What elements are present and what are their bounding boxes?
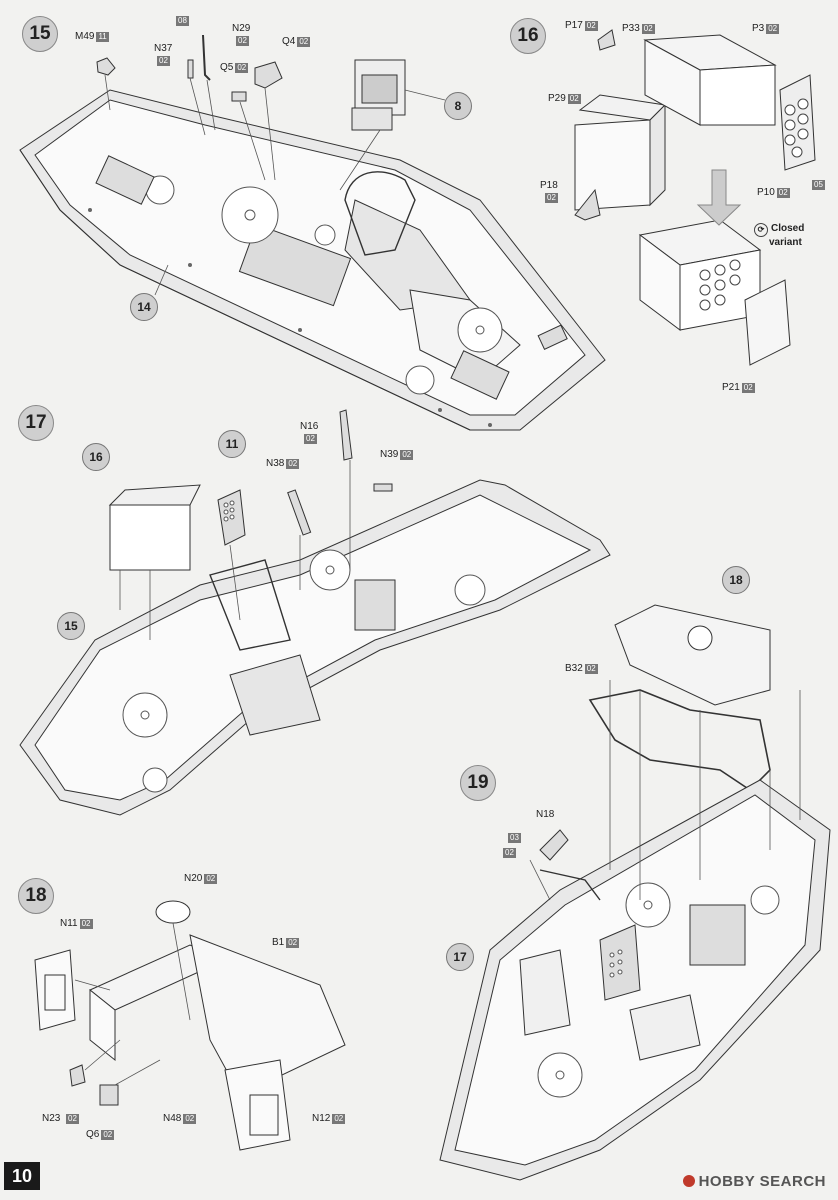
ref-17-marker: 17 [446, 943, 474, 971]
step-15-marker: 15 [22, 16, 58, 52]
part-label-N37: N37 [154, 43, 173, 54]
hull-drawing-step15 [19, 34, 606, 431]
part-label-N16: N16 [300, 421, 319, 432]
part-code-N37: 02 [157, 56, 170, 66]
part-code-N16: 02 [304, 434, 317, 444]
part-label-N23: N23 [42, 1113, 61, 1124]
hull-drawing-step19 [439, 604, 831, 1181]
info-icon: ⟳ [754, 223, 768, 237]
part-label-N29: N29 [232, 23, 251, 34]
step-16-marker: 16 [510, 18, 546, 54]
part-code-03: 03 [508, 833, 521, 843]
step-17-marker: 17 [18, 405, 54, 441]
ref-11-marker: 11 [218, 430, 246, 458]
ref-8-marker: 8 [444, 92, 472, 120]
part-code-N29: 02 [236, 36, 249, 46]
stowage-box-drawing-step16 [574, 29, 816, 366]
part-code-P18: 02 [545, 193, 558, 203]
hull-drawing-step17 [19, 409, 611, 816]
part-code-05: 05 [812, 180, 825, 190]
ref-14-marker: 14 [130, 293, 158, 321]
ref-15-marker: 15 [57, 612, 85, 640]
part-label-N18: N18 [536, 809, 555, 820]
step-18-marker: 18 [18, 878, 54, 914]
page-number: 10 [4, 1162, 40, 1190]
brand-logo-icon [682, 1175, 695, 1187]
seat-base-drawing-step18 [34, 900, 346, 1151]
part-code-N23: 02 [66, 1114, 79, 1124]
watermark: HOBBY SEARCH [682, 1173, 826, 1190]
step-19-marker: 19 [460, 765, 496, 801]
ref-18-marker: 18 [722, 566, 750, 594]
part-code-02: 02 [503, 848, 516, 858]
part-label-P18: P18 [540, 180, 558, 191]
ref-16-marker: 16 [82, 443, 110, 471]
part-code-08: 08 [176, 16, 189, 26]
